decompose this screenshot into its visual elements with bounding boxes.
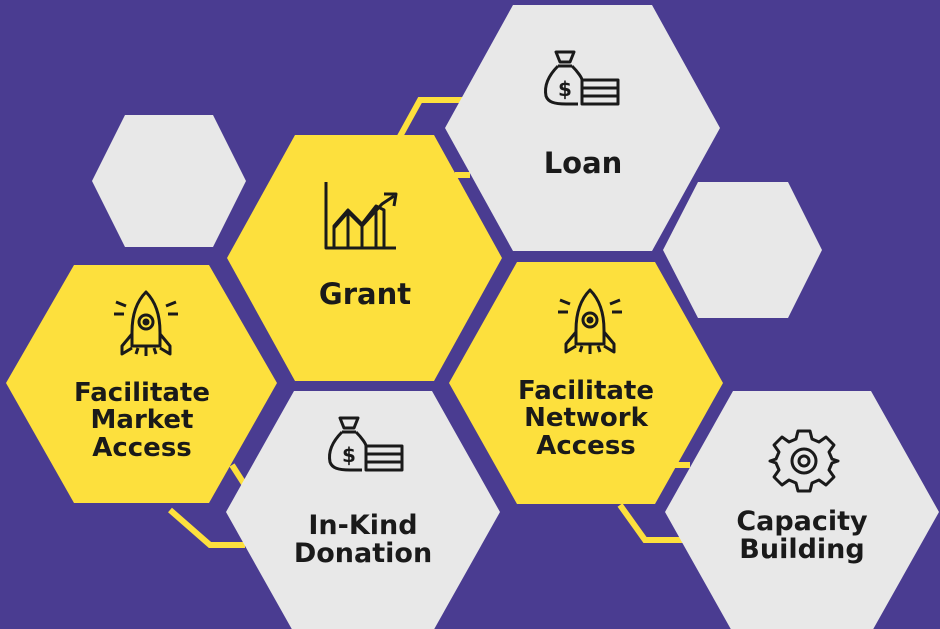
connector-grant-loan: [395, 97, 465, 142]
decor-hexagon-right: [663, 182, 822, 318]
hexagon-grant: [227, 135, 502, 381]
hexagon-label-loan: Loan: [513, 146, 653, 180]
label-line: Building: [739, 534, 865, 566]
label-line: Donation: [293, 538, 433, 570]
money-bag-icon: $: [544, 50, 620, 106]
label-line: Market: [90, 405, 194, 436]
hexagon-label-capacity: Capacity Building: [722, 506, 882, 566]
svg-text:$: $: [558, 77, 572, 101]
label-line: Grant: [318, 277, 412, 311]
label-line: Facilitate: [74, 378, 210, 408]
hexagon-label-grant: Grant: [295, 277, 435, 311]
svg-text:$: $: [342, 443, 356, 467]
decor-hexagon-left: [92, 115, 246, 247]
hexagon-market: [6, 265, 277, 503]
label-line: In-Kind: [308, 510, 418, 541]
label-line: Facilitate: [518, 376, 654, 406]
growth-chart-icon: [324, 182, 398, 250]
label-line: Access: [536, 430, 636, 461]
hexagon-label-network: Facilitate Network Access: [496, 376, 676, 461]
rocket-icon: [114, 290, 178, 356]
connector-market-inkind: [168, 507, 245, 548]
hexagon-loan: [445, 5, 720, 251]
label-line: Network: [524, 403, 648, 434]
gear-icon: [768, 429, 840, 493]
rocket-icon: [558, 288, 622, 354]
hexagon-capacity: [665, 391, 939, 629]
label-line: Loan: [543, 146, 623, 180]
hexagon-label-market: Facilitate Market Access: [52, 378, 232, 463]
hexagon-network: [449, 262, 723, 504]
hexagon-label-inkind: In-Kind Donation: [283, 510, 443, 570]
label-line: Capacity: [736, 506, 868, 537]
label-line: Access: [92, 432, 192, 463]
money-bag-icon: $: [328, 416, 404, 472]
connector-network-capacity: [617, 503, 690, 543]
hexagon-inkind: [226, 391, 500, 629]
